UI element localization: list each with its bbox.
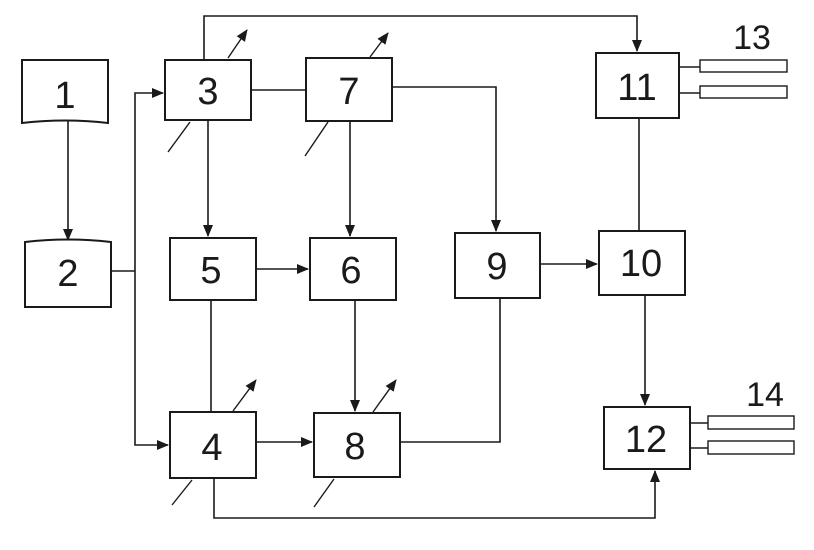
- block-12: 12: [603, 406, 691, 470]
- block-1: 1: [21, 59, 109, 125]
- output-14: 14: [690, 376, 795, 455]
- arrow-7-9: [392, 86, 501, 232]
- block-6: 6: [309, 237, 397, 301]
- label-13: 13: [733, 19, 771, 57]
- output-13: 13: [679, 19, 788, 99]
- block-7: 7: [305, 57, 393, 122]
- input-stroke-7: [304, 121, 329, 157]
- input-stroke-3: [167, 121, 191, 153]
- adjust-arrow-3: [227, 29, 248, 59]
- block-7-label: 7: [338, 71, 359, 113]
- block-11-label: 11: [617, 67, 656, 109]
- arrow-bus-4: [134, 271, 169, 450]
- input-stroke-8: [313, 478, 335, 508]
- block-3: 3: [164, 59, 252, 121]
- label-14: 14: [746, 376, 784, 414]
- arrow-3-11: [203, 15, 642, 60]
- connections: [63, 15, 660, 519]
- adjust-arrow-4: [232, 379, 257, 412]
- block-8: 8: [313, 412, 401, 478]
- block-9: 9: [454, 232, 541, 299]
- block-1-label: 1: [54, 75, 75, 117]
- line-8-9: [400, 298, 501, 443]
- block-6-label: 6: [340, 250, 361, 292]
- block-5-label: 5: [200, 250, 221, 292]
- adjustment-marks: [167, 29, 397, 508]
- arrow-bus-3: [134, 88, 164, 271]
- input-stroke-4: [171, 479, 193, 506]
- block-8-label: 8: [344, 426, 365, 468]
- block-2-label: 2: [57, 253, 78, 295]
- block-4: 4: [169, 411, 257, 479]
- block-9-label: 9: [486, 246, 507, 288]
- block-5: 5: [169, 237, 257, 301]
- block-11: 11: [595, 52, 680, 119]
- block-4-label: 4: [201, 427, 222, 469]
- arrow-4-12: [213, 470, 660, 519]
- adjust-arrow-7: [369, 32, 389, 58]
- block-2: 2: [24, 238, 112, 308]
- block-10-label: 10: [620, 243, 662, 285]
- block-12-label: 12: [625, 419, 667, 461]
- block-3-label: 3: [197, 71, 218, 113]
- block-10: 10: [598, 230, 686, 296]
- adjust-arrow-8: [372, 379, 397, 413]
